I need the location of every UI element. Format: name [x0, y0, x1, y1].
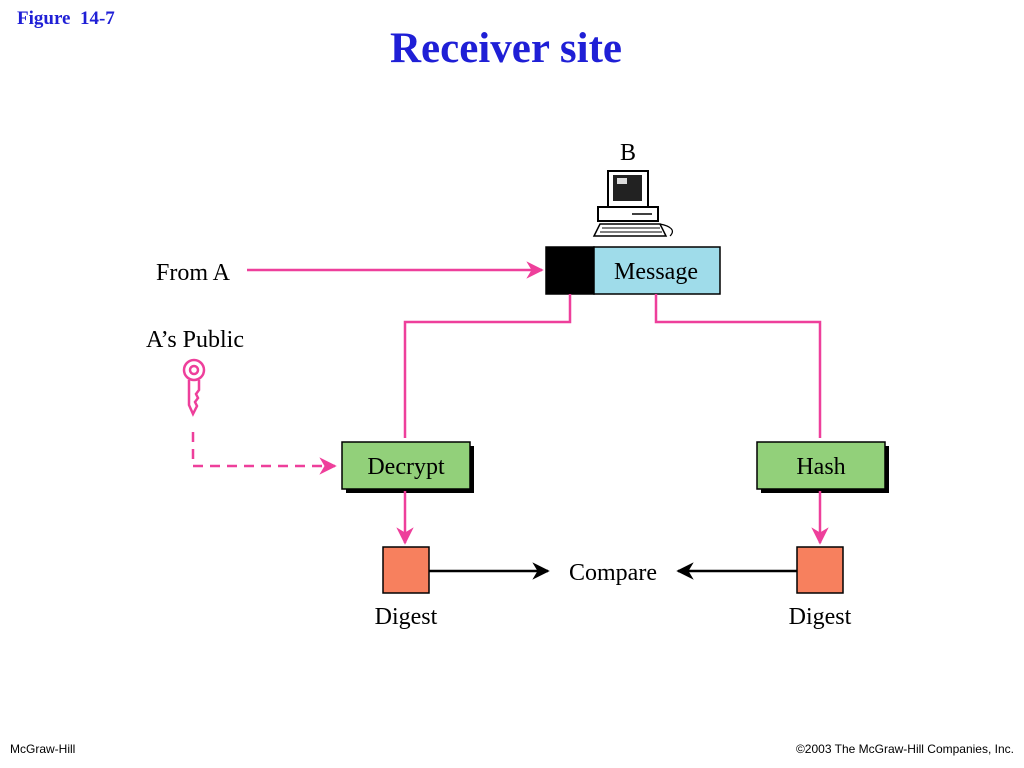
signature-to-decrypt-line: [403, 294, 572, 438]
figure-label: Figure 14-7: [17, 8, 115, 29]
message-box: [593, 246, 721, 295]
digest-left-label: Digest: [375, 604, 438, 630]
computer-label: B: [620, 140, 636, 166]
public-key-arrow: [191, 432, 337, 475]
decrypt-label: Decrypt: [367, 454, 445, 480]
message-to-hash-line: [654, 294, 822, 438]
digest-left-box: [382, 546, 430, 594]
signature-block: [545, 246, 595, 295]
digest-right-box: [796, 546, 844, 594]
hash-label: Hash: [796, 454, 845, 480]
hash-box: [756, 441, 886, 490]
received-packet: Message: [545, 246, 721, 295]
compare-label: Compare: [569, 560, 657, 586]
slide-title: Receiver site: [390, 25, 622, 72]
message-label: Message: [614, 259, 698, 285]
computer-icon: [592, 170, 673, 237]
public-key-label: A’s Public: [146, 327, 244, 353]
footer-copyright: ©2003 The McGraw-Hill Companies, Inc.: [795, 742, 1014, 756]
from-a-label: From A: [156, 260, 231, 286]
footer-publisher: McGraw-Hill: [10, 742, 76, 756]
decrypt-box: [341, 441, 471, 490]
digest-right-label: Digest: [789, 604, 852, 630]
key-icon: [182, 358, 206, 417]
